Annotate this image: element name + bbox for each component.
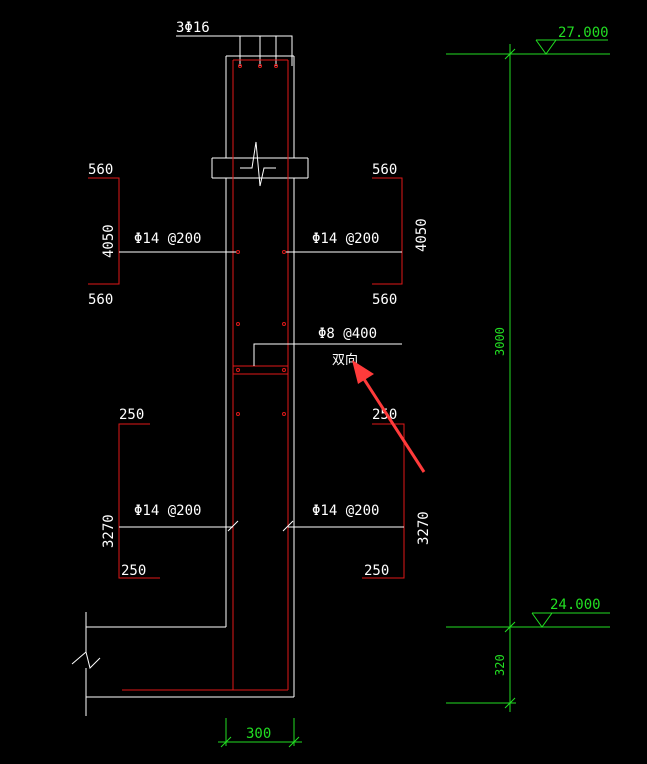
lower-left-bar-detail: 250 3270 250 Φ14 @200	[101, 407, 239, 579]
upper-right-top-label: 560	[372, 162, 397, 178]
lower-left-bar-spec: Φ14 @200	[134, 503, 201, 519]
elevation-bottom-label: 24.000	[550, 597, 601, 613]
wall-outline	[71, 55, 295, 716]
tie-bar-note: 双向	[332, 352, 358, 368]
lower-right-bar-spec: Φ14 @200	[312, 503, 379, 519]
upper-right-length-label: 4050	[414, 218, 430, 252]
elevation-top-label: 27.000	[558, 25, 609, 41]
upper-left-bar-spec: Φ14 @200	[134, 231, 201, 247]
upper-left-length-label: 4050	[101, 224, 117, 258]
base-dimension-label: 320	[493, 654, 507, 676]
upper-right-bottom-label: 560	[372, 292, 397, 308]
upper-right-bar-spec: Φ14 @200	[312, 231, 379, 247]
height-dimension-label: 3000	[493, 327, 507, 356]
lower-right-length-label: 3270	[416, 511, 432, 545]
upper-left-bottom-label: 560	[88, 292, 113, 308]
lower-right-bottom-label: 250	[364, 563, 389, 579]
upper-right-bar-detail: 560 4050 560 Φ14 @200	[286, 162, 430, 308]
horizontal-dimension: 300	[218, 718, 302, 748]
width-dimension-label: 300	[246, 726, 271, 742]
vertical-dimension: 3000 320	[446, 44, 610, 712]
upper-left-top-label: 560	[88, 162, 113, 178]
rebar-cage	[122, 59, 289, 691]
upper-left-bar-detail: 560 4050 560 Φ14 @200	[88, 162, 236, 308]
lower-left-top-label: 250	[119, 407, 144, 423]
top-bar-spec: 3Φ16	[176, 20, 210, 36]
tie-bar-spec: Φ8 @400	[318, 326, 377, 342]
break-line-symbol	[211, 141, 309, 187]
lower-left-length-label: 3270	[101, 514, 117, 548]
elevation-mark-top: 27.000	[535, 25, 609, 55]
tie-bar-leader: Φ8 @400 双向	[253, 326, 402, 368]
annotation-arrow-icon	[352, 360, 426, 473]
lower-left-bottom-label: 250	[121, 563, 146, 579]
elevation-mark-bottom: 24.000	[531, 597, 610, 628]
lower-right-bar-detail: 250 3270 250 Φ14 @200	[282, 407, 432, 579]
top-bar-leader	[176, 35, 293, 68]
